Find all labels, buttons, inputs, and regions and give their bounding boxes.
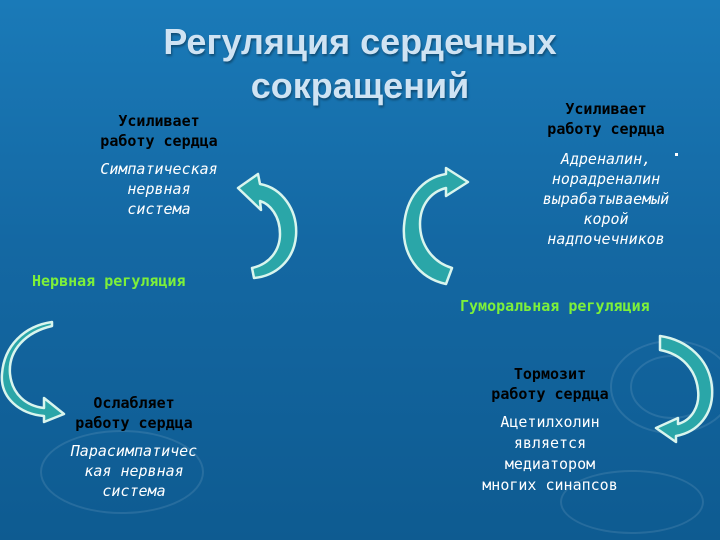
curved-arrow-icon — [0, 320, 66, 424]
slide-title-line: Регуляция сердечных — [163, 21, 557, 62]
body-line: Парасимпатичес — [70, 442, 198, 460]
block-heading: Ослабляет работу сердца — [49, 393, 219, 433]
heading-line: работу сердца — [491, 385, 609, 403]
parasympathetic-block: Ослабляет работу сердца Парасимпатичес к… — [49, 393, 219, 501]
body-line: система — [127, 200, 191, 218]
body-line: Адреналин, — [560, 150, 652, 168]
ripple-decoration — [560, 470, 704, 534]
block-body: Симпатическая нервная система — [74, 159, 244, 219]
body-line: кая нервная — [84, 462, 184, 480]
block-body: Ацетилхолин является медиатором многих с… — [465, 412, 635, 496]
body-line: корой — [583, 210, 629, 228]
body-line: многих синапсов — [482, 476, 618, 494]
heading-line: работу сердца — [75, 414, 193, 432]
humoral-regulation-label: Гуморальная регуляция — [460, 297, 650, 315]
hormones-block: Усиливает работу сердца Адреналин, норад… — [516, 99, 696, 249]
body-line: Симпатическая — [100, 160, 218, 178]
body-line: вырабатываемый — [542, 190, 670, 208]
heading-line: Усиливает — [118, 112, 200, 130]
block-heading: Усиливает работу сердца — [74, 111, 244, 151]
ripple-decoration — [40, 430, 204, 514]
curved-arrow-icon — [236, 172, 298, 280]
body-line: нервная — [127, 180, 191, 198]
nervous-regulation-label: Нервная регуляция — [32, 272, 186, 290]
body-line: норадреналин — [551, 170, 661, 188]
heading-line: Ослабляет — [93, 394, 175, 412]
curved-arrow-icon — [654, 334, 714, 444]
block-body: Парасимпатичес кая нервная система — [49, 441, 219, 501]
block-heading: Тормозит работу сердца — [465, 364, 635, 404]
slide-title: Регуляция сердечных сокращений — [0, 20, 720, 108]
dot-mark — [675, 153, 678, 156]
body-line: система — [102, 482, 166, 500]
slide-title-line: сокращений — [250, 65, 470, 106]
acetylcholine-block: Тормозит работу сердца Ацетилхолин являе… — [465, 364, 635, 496]
body-line: надпочечников — [547, 230, 665, 248]
block-heading: Усиливает работу сердца — [516, 99, 696, 139]
heading-line: Тормозит — [513, 365, 587, 383]
heading-line: работу сердца — [547, 120, 665, 138]
body-line: Ацетилхолин — [500, 413, 600, 431]
heading-line: Усиливает — [565, 100, 647, 118]
sympathetic-block: Усиливает работу сердца Симпатическая не… — [74, 111, 244, 219]
curved-arrow-icon — [402, 166, 470, 286]
body-line: является — [513, 434, 587, 452]
heading-line: работу сердца — [100, 132, 218, 150]
block-body: Адреналин, норадреналин вырабатываемый к… — [516, 149, 696, 249]
body-line: медиатором — [504, 455, 596, 473]
